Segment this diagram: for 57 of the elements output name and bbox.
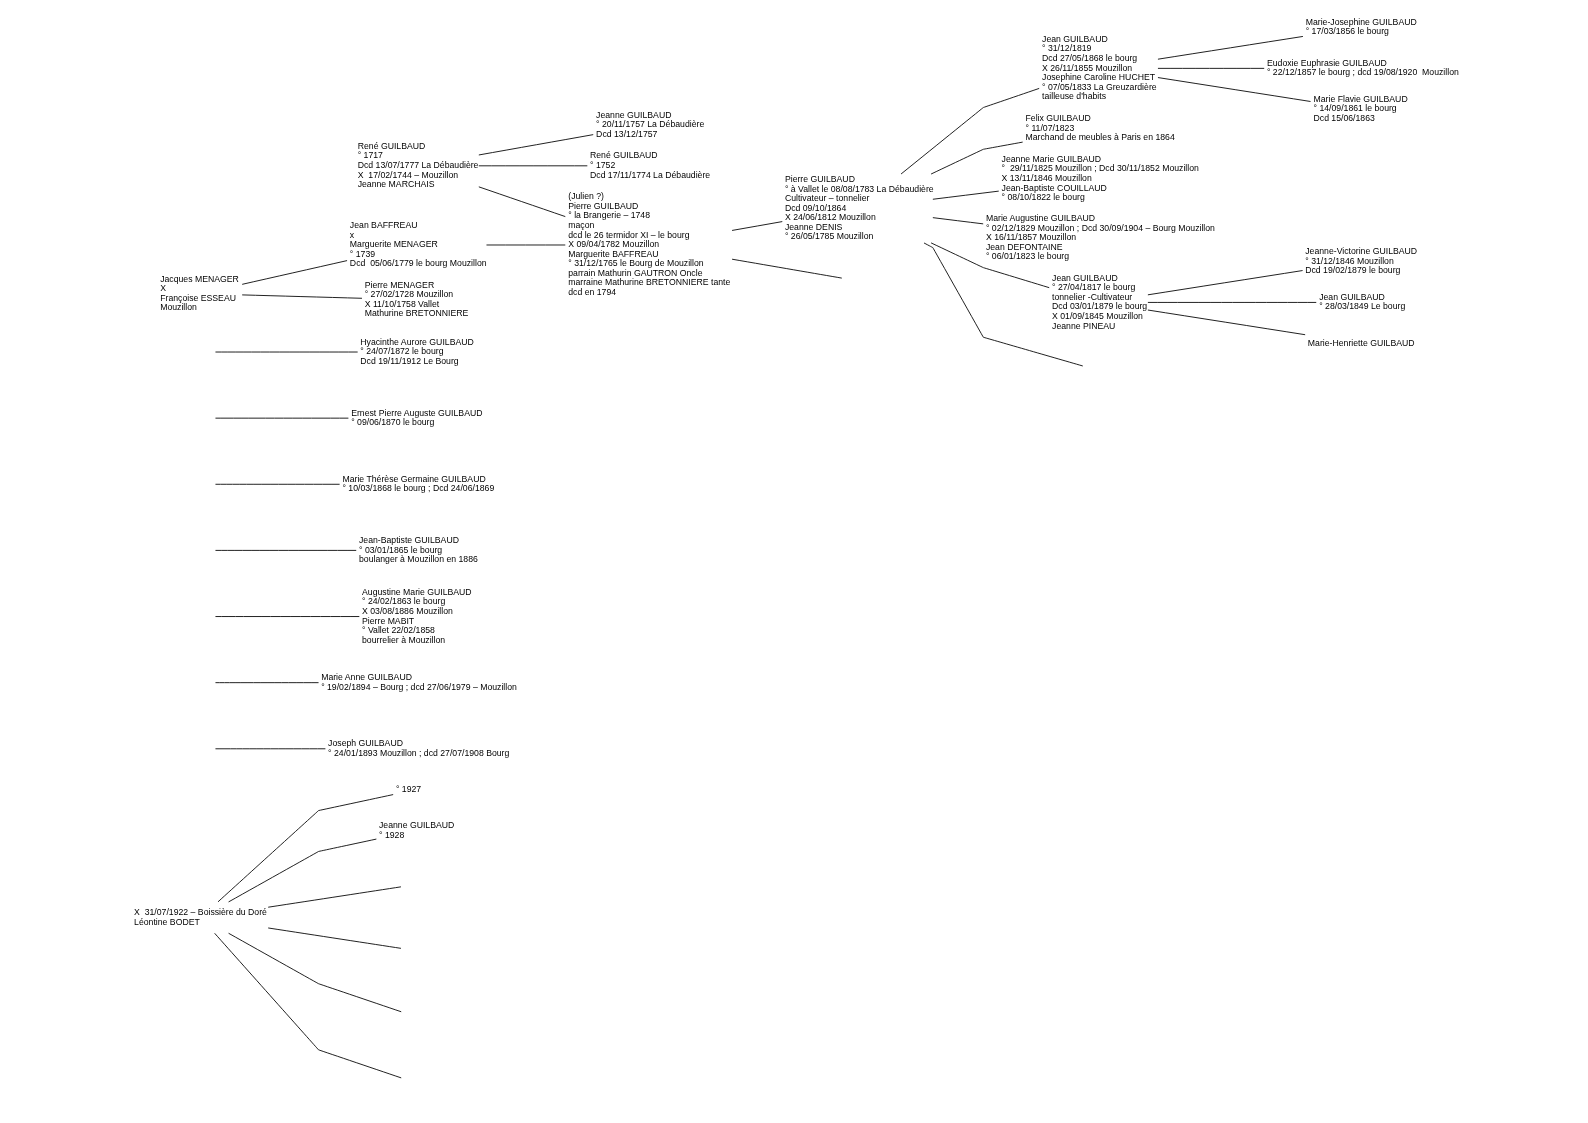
node-text: X 31/07/1922 – Boissière du Doré Léontine BODET <box>133 906 267 927</box>
node-text: Joseph GUILBAUD ° 24/01/1893 Mouzillon ; dcd 27/07/1908 Bourg <box>327 738 509 758</box>
node-text: René GUILBAUD ° 1717 Dcd 13/07/1777 La Débaudière X 17/02/1744 – Mouzillon Jeanne MARCHAIS <box>357 140 478 190</box>
node-text: Jean BAFFREAU x Marguerite MENAGER ° 1739 Dcd 05/06/1779 le bourg Mouzillon <box>349 220 487 269</box>
node-text: Augustine Marie GUILBAUD ° 24/02/1863 le bourg X 03/08/1886 Mouzillon Pierre MABIT ° Vallet 22/02/1858 bourrelier à Mouzillon <box>361 586 472 645</box>
node-text: Marie Augustine GUILBAUD ° 02/12/1829 Mouzillon ; Dcd 30/09/1904 – Bourg Mouzillon X 16/11/1857 Mouzillon Jean DEFONTAINE ° 06/01/1823 le bourg <box>985 213 1215 262</box>
connector <box>227 838 377 903</box>
connector <box>214 616 360 617</box>
connector <box>213 932 402 1079</box>
node-text: Marie Anne GUILBAUD ° 19/02/1894 – Bourg ; dcd 27/06/1979 – Mouzillon <box>320 672 517 692</box>
connector <box>931 190 999 200</box>
connector <box>217 794 394 903</box>
node-text: Jeanne-Victorine GUILBAUD ° 31/12/1846 Mouzillon Dcd 19/02/1879 le bourg <box>1304 246 1417 276</box>
connector <box>1146 309 1306 336</box>
connector <box>1157 77 1311 102</box>
connector <box>241 294 362 299</box>
connector <box>731 258 842 279</box>
connector <box>227 932 402 1013</box>
connector <box>1146 302 1317 303</box>
connector <box>477 134 594 156</box>
connector <box>900 87 1040 175</box>
node-text: Ernest Pierre Auguste GUILBAUD ° 09/06/1870 le bourg <box>350 407 483 428</box>
node-text: Jean GUILBAUD ° 31/12/1819 Dcd 27/05/1868 le bourg X 26/11/1855 Mouzillon Josephine Caroline HUCHET ° 07/05/1833 La Greuzardière tailleuse d'habits <box>1041 33 1157 102</box>
node-text: Marie Thérèse Germaine GUILBAUD ° 10/03/1868 le bourg ; Dcd 24/06/1869 <box>341 473 494 494</box>
node-text: (Julien ?) Pierre GUILBAUD ° la Brangerie – 1748 maçon dcd le 26 termidor XI – le bourg X 09/04/1782 Mouzillon Marguerite BAFFREAU ° 31/12/1765 le Bourg de Mouzillon parrain Mathurin GAUTRON Oncle marraine Mathurine BRETONNIERE tante dcd en 1794 <box>567 191 730 298</box>
node-text: Jeanne GUILBAUD ° 20/11/1757 La Débaudière Dcd 13/12/1757 <box>595 109 704 139</box>
connector <box>477 186 566 217</box>
node-text: Marie-Josephine GUILBAUD ° 17/03/1856 le bourg <box>1305 16 1417 37</box>
connector <box>1146 270 1303 296</box>
connector <box>267 886 401 908</box>
node-text: Pierre MENAGER ° 27/02/1728 Mouzillon X 11/10/1758 Vallet Mathurine BRETONNIERE <box>364 279 468 319</box>
node-text: Marie-Henriette GUILBAUD <box>1307 337 1415 348</box>
connector <box>267 927 401 949</box>
node-text: Jean GUILBAUD ° 27/04/1817 le bourg tonnelier -Cultivateur Dcd 03/01/1879 le bourg X 01/09/1845 Mouzillon Jeanne PINEAU <box>1051 272 1147 331</box>
connector <box>930 242 1050 289</box>
node-text: Eudoxie Euphrasie GUILBAUD ° 22/12/1857 le bourg ; dcd 19/08/1920 Mouzillon <box>1266 57 1459 78</box>
node-text: Felix GUILBAUD ° 11/07/1823 Marchand de meubles à Paris en 1864 <box>1025 113 1175 143</box>
connector <box>1157 67 1265 69</box>
node-text: Jean-Baptiste GUILBAUD ° 03/01/1865 le bourg boulanger à Mouzillon en 1886 <box>358 535 478 565</box>
connector <box>731 221 783 231</box>
node-text: Jeanne GUILBAUD ° 1928 <box>378 819 454 840</box>
node-text: Marie Flavie GUILBAUD ° 14/09/1861 le bourg Dcd 15/06/1863 <box>1313 93 1408 124</box>
connector <box>241 260 347 285</box>
connector <box>214 483 340 485</box>
node-text: Jacques MENAGER X Françoise ESSEAU Mouzillon <box>159 273 239 313</box>
node-text: René GUILBAUD ° 1752 Dcd 17/11/1774 La Débaudière <box>589 150 710 180</box>
connector <box>930 141 1023 175</box>
connector <box>931 217 984 225</box>
node-text: ° 1927 <box>395 783 421 794</box>
node-text: Hyacinthe Aurore GUILBAUD ° 24/07/1872 le bourg Dcd 19/11/1912 Le Bourg <box>359 336 474 366</box>
connector <box>923 242 1083 367</box>
node-text: Jean GUILBAUD ° 28/03/1849 Le bourg <box>1318 291 1405 312</box>
connector <box>214 682 319 684</box>
connector <box>1157 36 1303 60</box>
node-text: Pierre GUILBAUD ° à Vallet le 08/08/1783 La Débaudière Cultivateur – tonnelier Dcd 09/10/1864 X 24/06/1812 Mouzillon Jeanne DENIS ° 26/05/1785 Mouzillon <box>784 173 934 242</box>
node-text: Jeanne Marie GUILBAUD ° 29/11/1825 Mouzillon ; Dcd 30/11/1852 Mouzillon X 13/11/1846 Mouzillon Jean-Baptiste COUILLAUD ° 08/10/1822 le bourg <box>1001 153 1199 203</box>
connector <box>214 549 357 551</box>
